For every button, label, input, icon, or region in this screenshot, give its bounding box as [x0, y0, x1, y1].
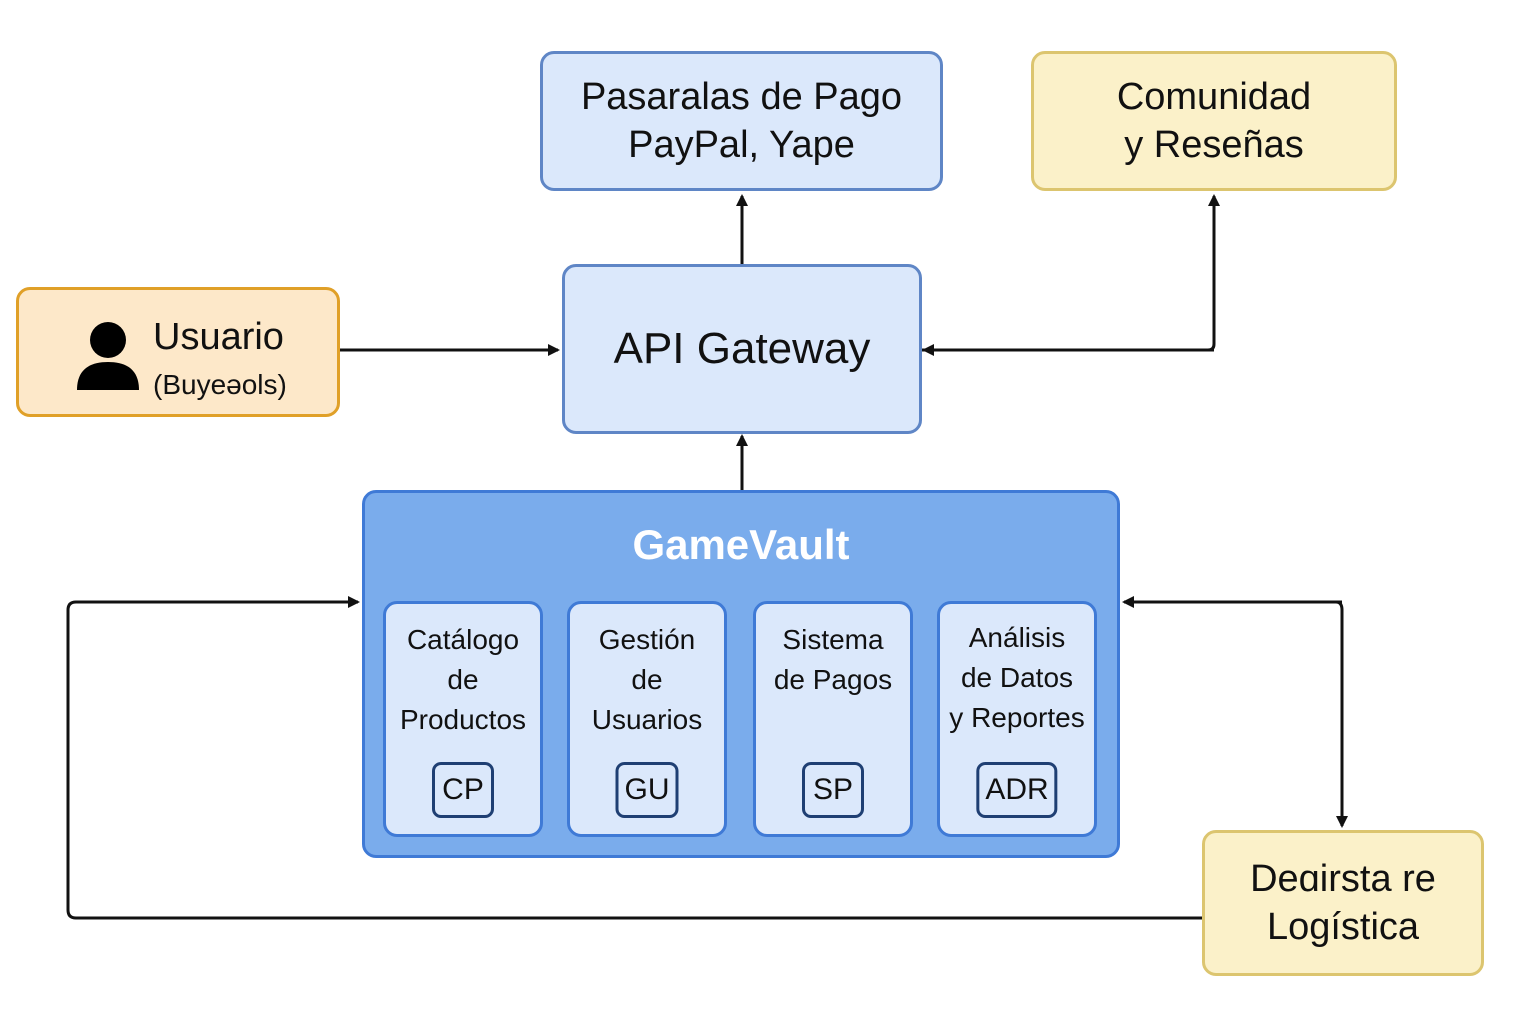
module-catalogo: Catálogo de Productos CP [383, 601, 543, 837]
usuario-box: Usuario (Buyeəols) [16, 287, 340, 417]
module-label-line: Sistema [782, 624, 884, 655]
module-code-badge: ADR [976, 762, 1058, 818]
module-label: Gestión de Usuarios [570, 620, 724, 740]
arrow-gateway-to-comunidad [922, 194, 1220, 352]
comunidad-line-1: Comunidad [1116, 76, 1312, 118]
logistica-line-2: Logística [1266, 906, 1420, 948]
module-code-badge: CP [432, 762, 494, 818]
module-label: Catálogo de Productos [386, 620, 540, 740]
module-analisis-datos: Análisis de Datos y Reportes ADR [937, 601, 1097, 837]
pasarelas-line-1: Pasaralas de Pago [580, 76, 903, 118]
comunidad-box: Comunidad y Reseñas [1031, 51, 1397, 191]
module-label-line: de Datos [960, 662, 1074, 693]
gamevault-container: GameVault Catálogo de Productos CP Gesti… [362, 490, 1120, 858]
module-label-line: Catálogo [406, 624, 520, 655]
arrow-gamevault-to-logistica [1335, 600, 1348, 828]
gamevault-title: GameVault [632, 521, 850, 568]
module-label-line: de Pagos [773, 664, 893, 695]
logistica-line-1: Deɑirsta re [1250, 858, 1436, 900]
module-label-line: de [447, 664, 479, 695]
module-label: Sistema de Pagos [756, 620, 910, 700]
module-label-line: y Reportes [949, 702, 1085, 733]
module-label-line: Usuarios [591, 704, 703, 735]
api-gateway-label: API Gateway [613, 324, 871, 373]
pasarelas-line-2: PayPal, Yape [628, 124, 855, 166]
usuario-subtitle: (Buyeəols) [153, 369, 287, 400]
module-label: Análisis de Datos y Reportes [940, 618, 1094, 738]
user-icon [77, 322, 139, 390]
module-label-line: Productos [399, 704, 527, 735]
module-code-badge: GU [615, 762, 679, 818]
pasarelas-de-pago-box: Pasaralas de Pago PayPal, Yape [540, 51, 943, 191]
module-label-line: de [631, 664, 663, 695]
module-label-line: Gestión [598, 624, 696, 655]
logistica-box: Deɑirsta re Logística [1202, 830, 1484, 976]
comunidad-line-2: y Reseñas [1124, 124, 1304, 166]
module-label-line: Análisis [968, 622, 1066, 653]
module-gestion-usuarios: Gestión de Usuarios GU [567, 601, 727, 837]
arrow-logistica-loop-to-gamevault [66, 596, 1202, 920]
api-gateway-box: API Gateway [562, 264, 922, 434]
module-code-badge: SP [802, 762, 864, 818]
module-sistema-pagos: Sistema de Pagos SP [753, 601, 913, 837]
usuario-name: Usuario [153, 316, 284, 358]
